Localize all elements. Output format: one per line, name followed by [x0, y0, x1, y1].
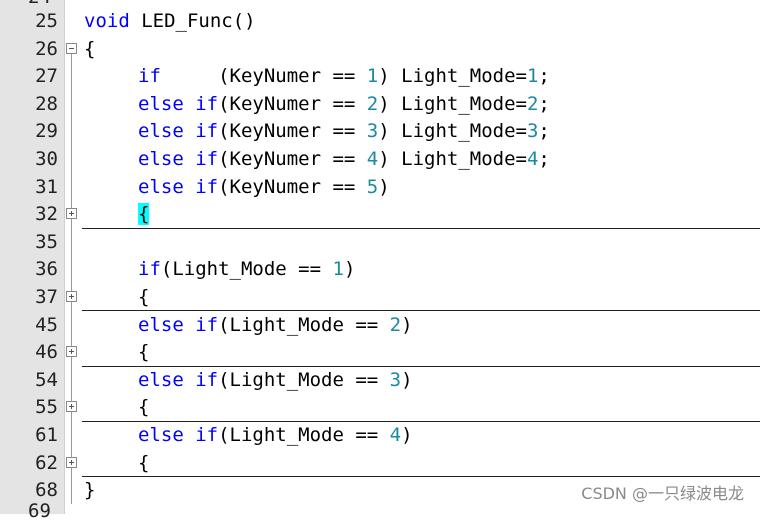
code-text: else if(KeyNumer == 5): [138, 175, 390, 198]
folded-region-line: [82, 476, 760, 477]
line-number: 28: [35, 92, 58, 115]
folded-region-line: [82, 228, 760, 229]
partial-line-number: 24: [28, 0, 51, 8]
line-number: 27: [35, 65, 58, 88]
fold-collapse-icon[interactable]: [66, 42, 77, 54]
code-line[interactable]: 68 }: [0, 476, 760, 504]
line-number: 45: [35, 313, 58, 336]
code-line[interactable]: 32 {: [0, 200, 760, 228]
code-text: if (KeyNumer == 1) Light_Mode=1;: [138, 65, 550, 88]
code-line[interactable]: 54 else if(Light_Mode == 3): [0, 366, 760, 394]
code-text: {: [138, 286, 150, 308]
code-text: }: [84, 479, 96, 502]
matched-brace-highlight: {: [138, 203, 150, 226]
code-line[interactable]: 62 {: [0, 449, 760, 477]
code-text: {: [138, 202, 150, 226]
code-line[interactable]: 27 if (KeyNumer == 1) Light_Mode=1;: [0, 62, 760, 90]
fold-expand-icon[interactable]: [66, 456, 77, 468]
folded-region-line: [82, 310, 760, 311]
line-number: 30: [35, 148, 58, 170]
code-line[interactable]: 61 else if(Light_Mode == 4): [0, 421, 760, 449]
code-line[interactable]: 25 void LED_Func(): [0, 7, 760, 35]
code-text: else if(Light_Mode == 3): [138, 368, 413, 391]
code-line[interactable]: 31 else if(KeyNumer == 5): [0, 173, 760, 201]
line-number: 55: [35, 396, 58, 419]
line-number: 37: [35, 286, 58, 308]
code-line[interactable]: 45 else if(Light_Mode == 2): [0, 311, 760, 339]
code-text: {: [138, 396, 150, 419]
fold-guide-line: [71, 54, 72, 504]
code-text: else if(Light_Mode == 4): [138, 424, 413, 446]
code-text: else if(KeyNumer == 3) Light_Mode=3;: [138, 120, 550, 143]
code-text: {: [138, 341, 150, 364]
code-line[interactable]: 55 {: [0, 393, 760, 421]
code-text: {: [84, 37, 96, 60]
code-line[interactable]: 37 {: [0, 283, 760, 311]
fold-expand-icon[interactable]: [66, 208, 77, 220]
code-text: {: [138, 451, 150, 474]
line-number: 26: [35, 37, 58, 60]
fold-expand-icon[interactable]: [66, 346, 77, 358]
code-line[interactable]: 30 else if(KeyNumer == 4) Light_Mode=4;: [0, 145, 760, 173]
code-text: else if(KeyNumer == 4) Light_Mode=4;: [138, 148, 550, 170]
code-line[interactable]: 35: [0, 228, 760, 256]
code-text: else if(KeyNumer == 2) Light_Mode=2;: [138, 92, 550, 115]
watermark: CSDN @一只绿波电龙: [581, 484, 744, 503]
code-line[interactable]: 28 else if(KeyNumer == 2) Light_Mode=2;: [0, 90, 760, 118]
code-line[interactable]: 46 {: [0, 338, 760, 366]
line-number: 68: [35, 479, 58, 502]
code-line[interactable]: 29 else if(KeyNumer == 3) Light_Mode=3;: [0, 117, 760, 145]
line-number: 62: [35, 451, 58, 474]
folded-region-line: [82, 366, 760, 367]
line-number: 54: [35, 368, 58, 391]
code-line[interactable]: 36 if(Light_Mode == 1): [0, 255, 760, 283]
line-number: 46: [35, 341, 58, 364]
line-number: 25: [35, 10, 58, 32]
code-text: if(Light_Mode == 1): [138, 258, 356, 281]
fold-expand-icon[interactable]: [66, 401, 77, 413]
line-number: 36: [35, 258, 58, 281]
folded-region-line: [82, 421, 760, 422]
line-number: 32: [35, 203, 58, 226]
code-line[interactable]: 26 {: [0, 35, 760, 63]
partial-line-number: 69: [28, 500, 51, 522]
line-number: 35: [35, 230, 58, 253]
line-number: 31: [35, 175, 58, 198]
line-number: 29: [35, 120, 58, 143]
line-number-gutter: [0, 0, 65, 514]
fold-expand-icon[interactable]: [66, 291, 77, 302]
code-text: else if(Light_Mode == 2): [138, 313, 413, 336]
code-text: void LED_Func(): [84, 10, 256, 32]
line-number: 61: [35, 424, 58, 446]
